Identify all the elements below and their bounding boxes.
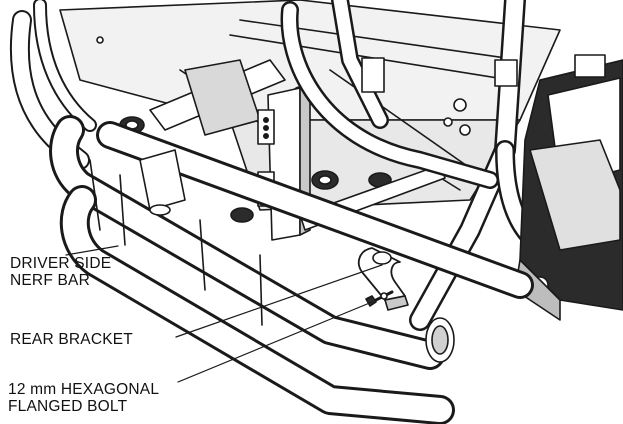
callout-bracket-line1: REAR BRACKET [10,331,133,348]
callout-driver-side-nerf-bar: DRIVER SIDE NERF BAR [10,255,111,289]
seat-body [514,54,623,321]
leader-lines [65,245,383,383]
callout-nerf-line1: DRIVER SIDE [10,255,112,272]
nerf-bar [49,115,534,424]
rear-bracket [358,247,409,311]
callout-nerf-line2: NERF BAR [10,272,90,289]
callout-bolt-line1: 12 mm HEXAGONAL [8,381,160,398]
callout-bolt-line2: FLANGED BOLT [8,398,128,415]
callout-hexagonal-flanged-bolt: 12 mm HEXAGONAL FLANGED BOLT [8,381,159,415]
cross-member [119,59,392,223]
roll-cage [9,0,623,331]
callout-rear-bracket: REAR BRACKET [10,331,133,348]
